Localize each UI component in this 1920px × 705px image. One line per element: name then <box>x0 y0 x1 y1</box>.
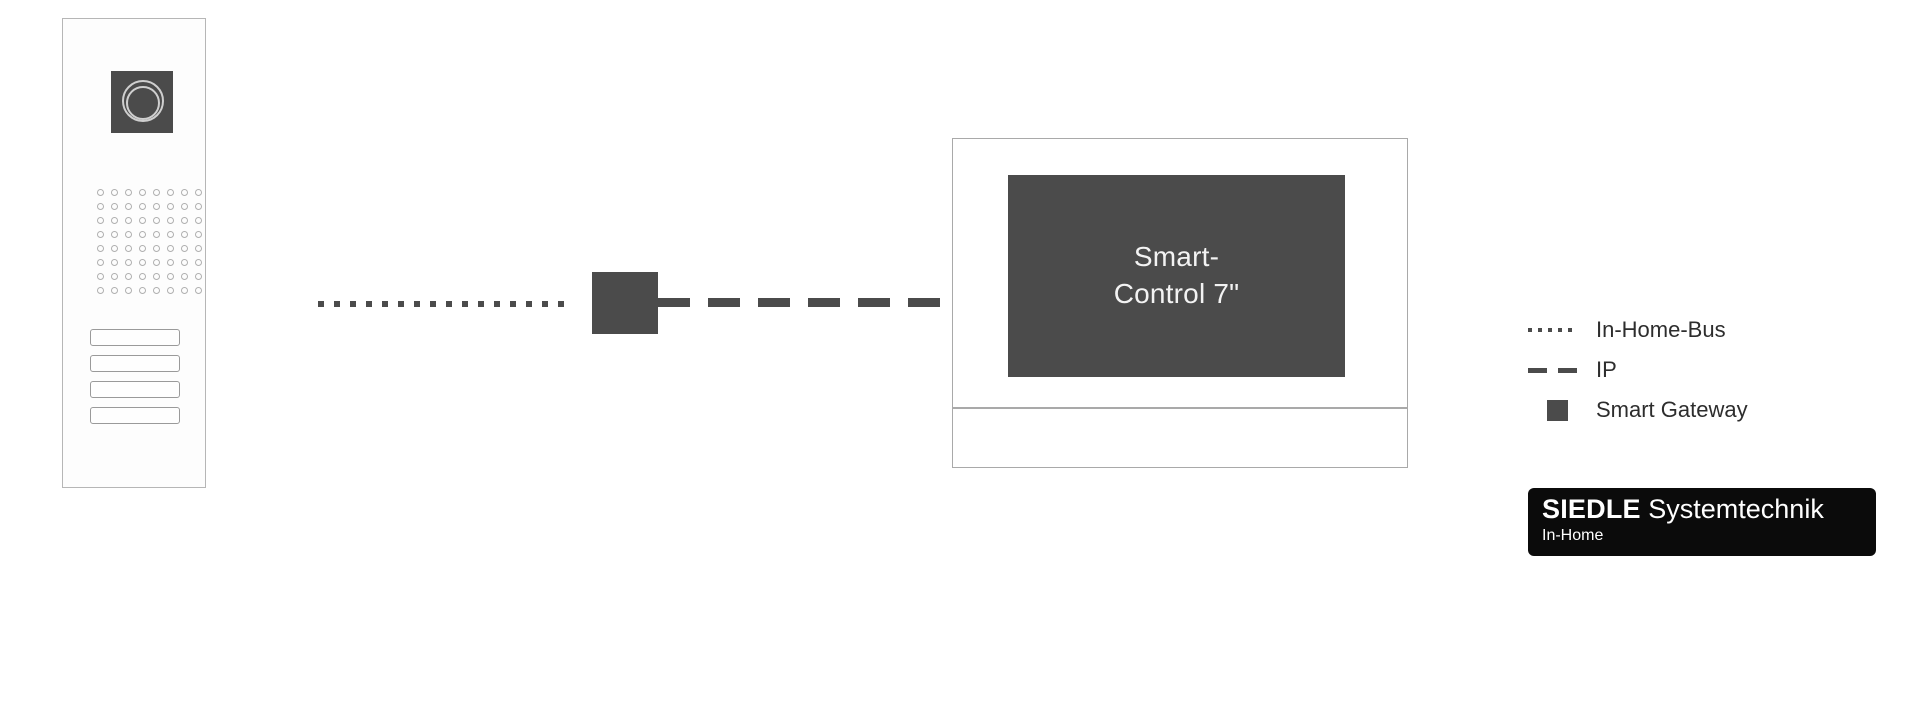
brand-subtitle: In-Home <box>1542 527 1604 545</box>
grille-dot-icon <box>180 188 188 196</box>
grille-dot-icon <box>110 244 118 252</box>
grille-dot-icon <box>110 216 118 224</box>
grille-dot-icon <box>110 258 118 266</box>
speaker-grille <box>93 185 205 297</box>
grille-dot-icon <box>110 188 118 196</box>
nameplate-call-button[interactable] <box>90 329 180 346</box>
grille-dot-icon <box>194 188 202 196</box>
grille-dot-icon <box>152 244 160 252</box>
legend-label-smart-gateway: Smart Gateway <box>1596 397 1748 422</box>
dotted-line-icon <box>1528 328 1586 332</box>
grille-dot-icon <box>110 286 118 294</box>
dashed-line-icon <box>1528 367 1586 373</box>
grille-dot-icon <box>180 202 188 210</box>
grille-dot-icon <box>138 286 146 294</box>
filled-square-icon <box>1528 399 1586 421</box>
grille-dot-icon <box>110 272 118 280</box>
grille-dot-icon <box>124 230 132 238</box>
grille-dot-icon <box>138 272 146 280</box>
grille-dot-icon <box>180 230 188 238</box>
legend-item-smart-gateway: Smart Gateway <box>1528 390 1858 430</box>
grille-dot-icon <box>194 272 202 280</box>
grille-dot-icon <box>152 258 160 266</box>
smart-control-monitor: Smart- Control 7" <box>952 138 1408 468</box>
grille-dot-icon <box>166 272 174 280</box>
ip-connection-line <box>658 298 960 307</box>
grille-dot-icon <box>166 230 174 238</box>
grille-dot-icon <box>124 258 132 266</box>
legend-label-ip: IP <box>1596 357 1617 382</box>
legend: In-Home-Bus IP Smart Gateway <box>1528 310 1858 430</box>
grille-dot-icon <box>180 272 188 280</box>
grille-dot-icon <box>152 202 160 210</box>
smart-gateway-node[interactable] <box>592 272 658 334</box>
grille-dot-icon <box>180 244 188 252</box>
grille-dot-icon <box>166 216 174 224</box>
grille-dot-icon <box>152 286 160 294</box>
grille-dot-icon <box>96 188 104 196</box>
monitor-screen: Smart- Control 7" <box>1008 175 1345 377</box>
grille-dot-icon <box>96 202 104 210</box>
grille-dot-icon <box>166 202 174 210</box>
grille-dot-icon <box>166 258 174 266</box>
grille-dot-icon <box>124 188 132 196</box>
grille-dot-icon <box>152 272 160 280</box>
grille-dot-icon <box>194 244 202 252</box>
grille-dot-icon <box>96 230 104 238</box>
grille-dot-icon <box>138 244 146 252</box>
grille-dot-icon <box>138 188 146 196</box>
grille-dot-icon <box>96 244 104 252</box>
camera-lens-inner-ring-icon <box>126 86 160 120</box>
grille-dot-icon <box>96 286 104 294</box>
grille-dot-icon <box>152 188 160 196</box>
nameplate-call-button[interactable] <box>90 407 180 424</box>
nameplate-call-button[interactable] <box>90 355 180 372</box>
in-home-bus-connection-line <box>318 301 572 307</box>
grille-dot-icon <box>194 202 202 210</box>
camera-module <box>111 71 173 133</box>
monitor-base-divider <box>953 407 1407 409</box>
grille-dot-icon <box>180 216 188 224</box>
grille-dot-icon <box>152 230 160 238</box>
grille-dot-icon <box>138 230 146 238</box>
grille-dot-icon <box>110 202 118 210</box>
grille-dot-icon <box>124 286 132 294</box>
grille-dot-icon <box>194 286 202 294</box>
grille-dot-icon <box>180 258 188 266</box>
grille-dot-icon <box>110 230 118 238</box>
grille-dot-icon <box>180 286 188 294</box>
legend-item-in-home-bus: In-Home-Bus <box>1528 310 1858 350</box>
camera-lens-outer-ring-icon <box>122 80 164 122</box>
brand-title: SIEDLE Systemtechnik <box>1542 495 1862 523</box>
grille-dot-icon <box>194 216 202 224</box>
brand-name-bold: SIEDLE <box>1542 494 1641 524</box>
door-station <box>62 18 206 488</box>
grille-dot-icon <box>152 216 160 224</box>
grille-dot-icon <box>138 216 146 224</box>
grille-dot-icon <box>194 230 202 238</box>
grille-dot-icon <box>166 188 174 196</box>
legend-label-in-home-bus: In-Home-Bus <box>1596 317 1726 342</box>
nameplate-call-button[interactable] <box>90 381 180 398</box>
grille-dot-icon <box>124 272 132 280</box>
grille-dot-icon <box>166 286 174 294</box>
grille-dot-icon <box>124 216 132 224</box>
legend-item-ip: IP <box>1528 350 1858 390</box>
grille-dot-icon <box>96 258 104 266</box>
siedle-brand-badge: SIEDLE Systemtechnik In-Home <box>1528 488 1876 556</box>
grille-dot-icon <box>96 216 104 224</box>
grille-dot-icon <box>138 202 146 210</box>
grille-dot-icon <box>124 244 132 252</box>
grille-dot-icon <box>124 202 132 210</box>
grille-dot-icon <box>96 272 104 280</box>
grille-dot-icon <box>194 258 202 266</box>
monitor-screen-label: Smart- Control 7" <box>1113 241 1240 309</box>
grille-dot-icon <box>166 244 174 252</box>
nameplate-list <box>90 329 180 433</box>
brand-name-light: Systemtechnik <box>1648 494 1824 524</box>
grille-dot-icon <box>138 258 146 266</box>
